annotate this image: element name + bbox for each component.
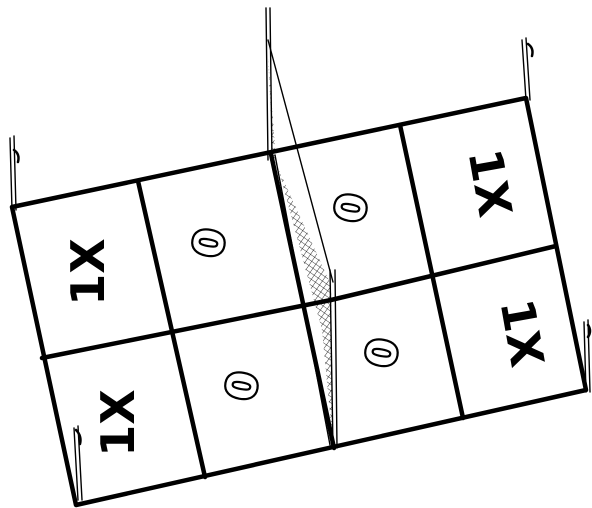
net (265, 7, 338, 449)
net-top-cord (267, 39, 334, 283)
cell-label: 1X (61, 238, 115, 305)
post-right-top (521, 37, 534, 101)
court-boundary (9, 95, 589, 508)
cell-label: 1X (458, 145, 523, 221)
post-left-bottom (73, 425, 83, 501)
corner-posts (9, 37, 592, 501)
line-midcourt-left (39, 297, 334, 361)
post-left-top (9, 135, 20, 211)
cell-label: 1X (91, 389, 145, 456)
line-right-quarter (397, 122, 466, 421)
line-left-quarter (135, 178, 208, 480)
net-post-top (265, 7, 269, 161)
net-mesh (268, 55, 333, 445)
line-midcourt-right (328, 243, 559, 303)
cell-label: 1X (490, 295, 555, 371)
cell-label: 0 (218, 368, 268, 403)
cell-label: 0 (185, 225, 235, 260)
cell-label: 0 (358, 335, 408, 370)
court-lines (9, 95, 589, 508)
cell-labels: 1X 0 0 1X 1X 0 0 1X (61, 145, 554, 457)
cell-label: 0 (327, 190, 377, 225)
line-center (268, 151, 337, 451)
